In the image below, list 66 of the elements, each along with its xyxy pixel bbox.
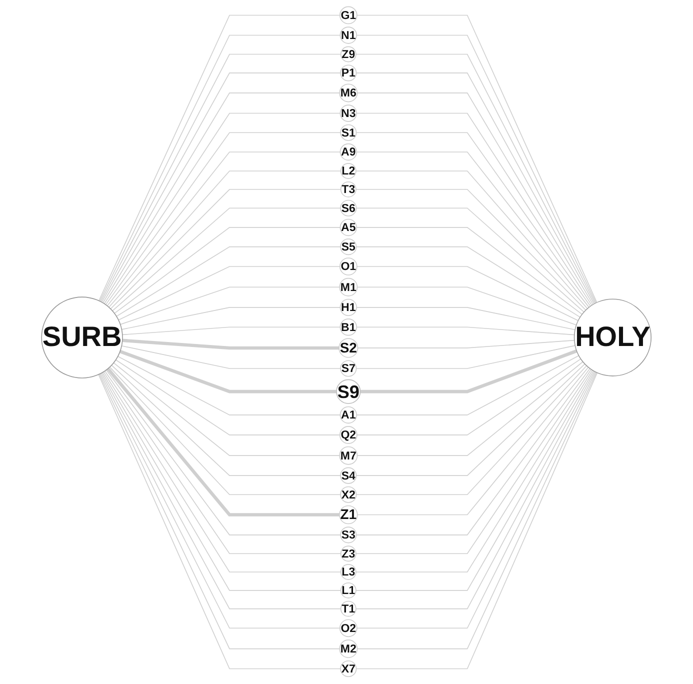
node-circle: N1 [340,26,358,44]
node-circle: S6 [340,200,357,216]
node-circle: Z9 [340,46,357,62]
connector [120,350,337,394]
node-circle: A1 [340,406,358,424]
connector [356,266,579,322]
node-circle: M7 [339,446,358,465]
connector [360,349,578,394]
connector [356,246,581,318]
connector [122,338,340,350]
connector [356,358,582,436]
node-circle: S5 [340,238,357,256]
node-circle: P1 [340,64,357,82]
connector [356,345,576,369]
connector [358,340,575,348]
node-circle: Z1 [339,505,358,524]
connector [122,326,341,336]
connector [111,364,342,476]
node-circle: O1 [340,258,358,276]
node-circle: S9 [336,379,361,404]
connector [118,266,340,320]
connector [113,362,340,456]
node-circle: Z3 [340,546,357,562]
node-circle: L3 [340,564,357,580]
node-circle: O2 [340,619,358,638]
node-circle: SURB [41,296,124,378]
node-circle: M1 [339,278,358,296]
connector [356,326,575,336]
node-circle: X7 [340,660,357,678]
connector [118,356,341,416]
node-circle: S3 [340,526,357,544]
node-circle: S4 [340,467,357,484]
node-circle: S1 [340,124,357,141]
node-circle: N3 [340,104,358,122]
node-circle: T3 [340,181,357,198]
node-circle: Q2 [340,426,358,444]
node-circle: M6 [339,84,358,102]
connector [121,307,341,330]
node-circle: A9 [340,143,358,161]
connector [110,366,342,496]
connector [356,208,585,312]
connector [116,246,342,317]
node-circle: A5 [340,218,358,236]
node-circle: H1 [340,298,358,316]
node-circle: S7 [340,360,357,377]
connector [114,227,341,314]
node-circle: X2 [340,486,357,503]
node-circle: G1 [340,6,358,24]
connector [356,355,580,416]
connector [116,359,340,436]
connector [356,286,577,326]
connector [356,227,583,315]
node-circle: T1 [340,600,357,617]
node-circle: L2 [340,163,357,179]
connector [121,345,342,369]
connector [356,365,588,496]
node-circle: HOLY [574,298,652,376]
connector [356,361,584,456]
connector [356,364,586,476]
node-circle: M2 [339,640,358,658]
connector [112,208,342,312]
node-circle: B1 [340,318,358,336]
connector [356,307,576,330]
connector [120,286,340,325]
node-circle: L1 [340,582,357,598]
node-circle: S2 [338,338,358,358]
